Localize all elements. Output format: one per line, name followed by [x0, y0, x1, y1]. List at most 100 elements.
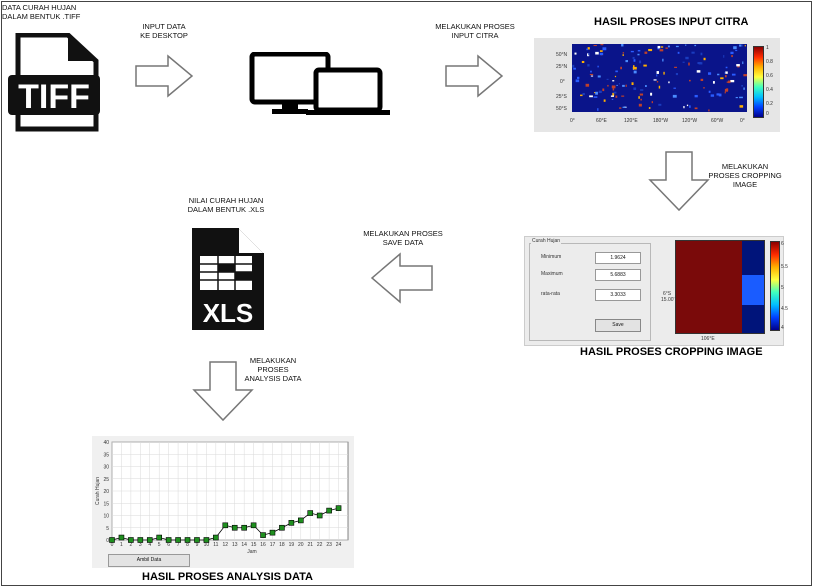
map-pixel	[742, 61, 744, 65]
x-tick-label: 1	[120, 542, 123, 548]
x-tick-label: 3	[139, 542, 142, 548]
map-pixel	[645, 85, 647, 87]
input-data-label: INPUT DATA KE DESKTOP	[140, 22, 188, 40]
map-pixel	[727, 80, 731, 84]
map-pixel	[619, 107, 622, 109]
map-pixel	[600, 44, 604, 46]
map-pixel	[631, 82, 634, 85]
lon-tick: 0°	[740, 118, 745, 124]
map-pixel	[637, 53, 640, 56]
map-pixel	[632, 66, 637, 70]
map-pixel	[581, 60, 585, 64]
map-pixel	[665, 47, 668, 49]
crop-lat-label-2: 15.00'	[661, 297, 675, 303]
map-pixel	[622, 106, 626, 108]
minimum-field[interactable]: 1.9624	[595, 252, 641, 264]
y-tick-label: 40	[103, 440, 109, 446]
save-button[interactable]: Save	[595, 319, 641, 332]
map-pixel	[589, 95, 593, 98]
arrow-right-2	[445, 54, 504, 98]
map-pixel	[737, 65, 740, 68]
map-pixel	[648, 107, 651, 109]
map-pixel	[660, 46, 664, 48]
map-pixel	[708, 109, 710, 112]
rata-rata-field[interactable]: 3.3033	[595, 289, 641, 301]
data-point	[194, 537, 200, 543]
map-pixel	[575, 79, 580, 83]
y-tick-label: 35	[103, 452, 109, 458]
colorbar-tick: 0	[766, 111, 769, 117]
crop-groupbox	[529, 243, 651, 341]
map-pixel	[731, 55, 733, 58]
map-pixel	[662, 58, 664, 62]
data-point	[137, 537, 144, 543]
data-point	[269, 529, 276, 536]
map-pixel	[614, 75, 617, 78]
map-pixel	[637, 49, 641, 52]
x-tick-label: 17	[270, 542, 276, 548]
map-pixel	[708, 72, 712, 75]
map-pixel	[731, 73, 736, 76]
map-pixel	[656, 71, 659, 74]
map-pixel	[603, 99, 606, 102]
map-pixel	[633, 87, 637, 90]
x-tick-label: 23	[326, 542, 332, 548]
x-tick-label: 5	[158, 542, 161, 548]
map-pixel	[689, 105, 691, 108]
map-pixel	[610, 95, 614, 97]
data-point	[203, 537, 210, 543]
map-pixel	[668, 81, 670, 84]
analysis-label: MELAKUKAN PROSES ANALYSIS DATA	[244, 356, 302, 383]
map-pixel	[744, 44, 746, 47]
maximum-field[interactable]: 5.6883	[595, 269, 641, 281]
x-tick-label: 12	[222, 542, 228, 548]
map-pixel	[633, 65, 635, 69]
map-pixel	[682, 61, 685, 63]
map-pixel	[587, 53, 590, 57]
map-pixel	[599, 52, 604, 56]
x-tick-label: 11	[213, 542, 218, 548]
map-pixel	[685, 44, 687, 46]
map-pixel	[650, 92, 653, 96]
map-pixel	[597, 108, 599, 111]
y-tick-label: 10	[103, 514, 109, 520]
map-pixel	[659, 49, 664, 52]
map-pixel	[733, 46, 737, 50]
tiff-icon-text: TIFF	[18, 78, 90, 116]
map-pixel	[632, 56, 635, 59]
ambil-data-label: Ambil Data	[136, 557, 162, 563]
crop-colorbar-tick: 5	[781, 285, 784, 291]
data-point	[335, 505, 342, 511]
map-pixel	[615, 70, 618, 73]
data-point	[128, 537, 134, 543]
maximum-value: 5.6883	[610, 272, 626, 278]
map-pixel	[633, 59, 636, 62]
ambil-data-button[interactable]: Ambil Data	[108, 554, 190, 567]
map-pixel	[710, 94, 715, 97]
map-pixel	[572, 64, 575, 68]
data-point	[213, 534, 219, 541]
map-pixel	[599, 50, 603, 52]
map-pixel	[612, 80, 615, 82]
map-pixel	[725, 71, 728, 74]
lon-tick: 0°	[570, 118, 575, 124]
map-pixel	[587, 64, 590, 67]
cropping-label: MELAKUKAN PROSES CROPPING IMAGE	[708, 162, 782, 189]
map-pixel	[689, 79, 691, 82]
map-pixel	[621, 44, 624, 47]
map-pixel	[585, 83, 590, 87]
data-point	[109, 537, 115, 543]
map-pixel	[743, 74, 747, 77]
x-tick-label: 19	[289, 542, 295, 548]
map-pixel	[620, 66, 622, 70]
data-point	[298, 517, 304, 524]
x-tick-label: 9	[196, 542, 199, 548]
y-axis-label: Curah Hujan	[95, 477, 101, 505]
map-pixel	[625, 84, 627, 87]
crop-heatmap	[675, 240, 765, 334]
map-pixel	[639, 93, 644, 96]
heat-cell-main	[676, 241, 742, 333]
data-point	[241, 524, 247, 531]
x-tick-label: 20	[298, 542, 304, 548]
